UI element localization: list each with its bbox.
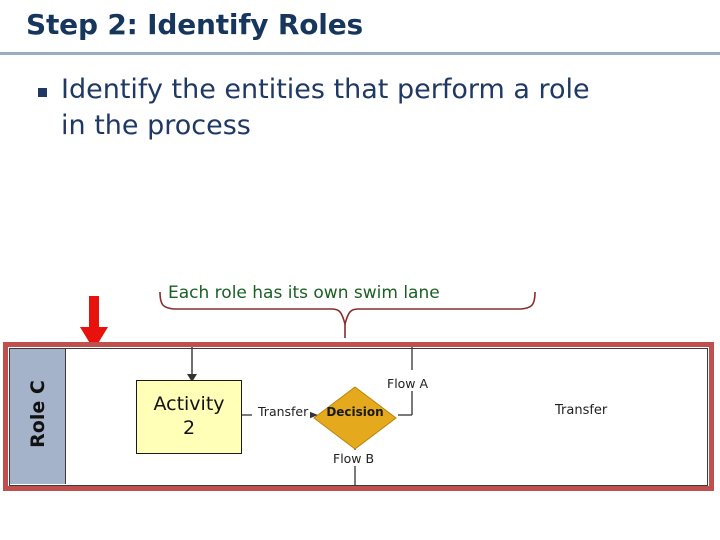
label-flow-b: Flow B [331, 451, 377, 466]
square-bullet-icon [38, 88, 47, 97]
swimlane-header-role-c: Role C [10, 349, 66, 484]
label-transfer-right: Transfer [553, 403, 610, 418]
bullet-item-text: Identify the entities that perform a rol… [61, 74, 590, 142]
curly-brace-icon [159, 292, 536, 338]
label-flow-a: Flow A [385, 376, 431, 391]
bullet-list: Identify the entities that perform a rol… [38, 72, 678, 145]
shape-decision-diamond [313, 386, 397, 450]
shape-activity-2: Activity 2 [136, 380, 242, 454]
activity-label-line2: 2 [182, 417, 196, 439]
activity-label-line1: Activity [153, 393, 225, 416]
callout-annotation-text: Each role has its own swim lane [168, 283, 440, 303]
page-title: Step 2: Identify Roles [26, 8, 363, 41]
red-down-arrow-icon [80, 296, 108, 350]
label-transfer-in: Transfer [256, 404, 311, 419]
title-divider [0, 52, 720, 55]
swimlane-header-label: Role C [27, 380, 49, 448]
